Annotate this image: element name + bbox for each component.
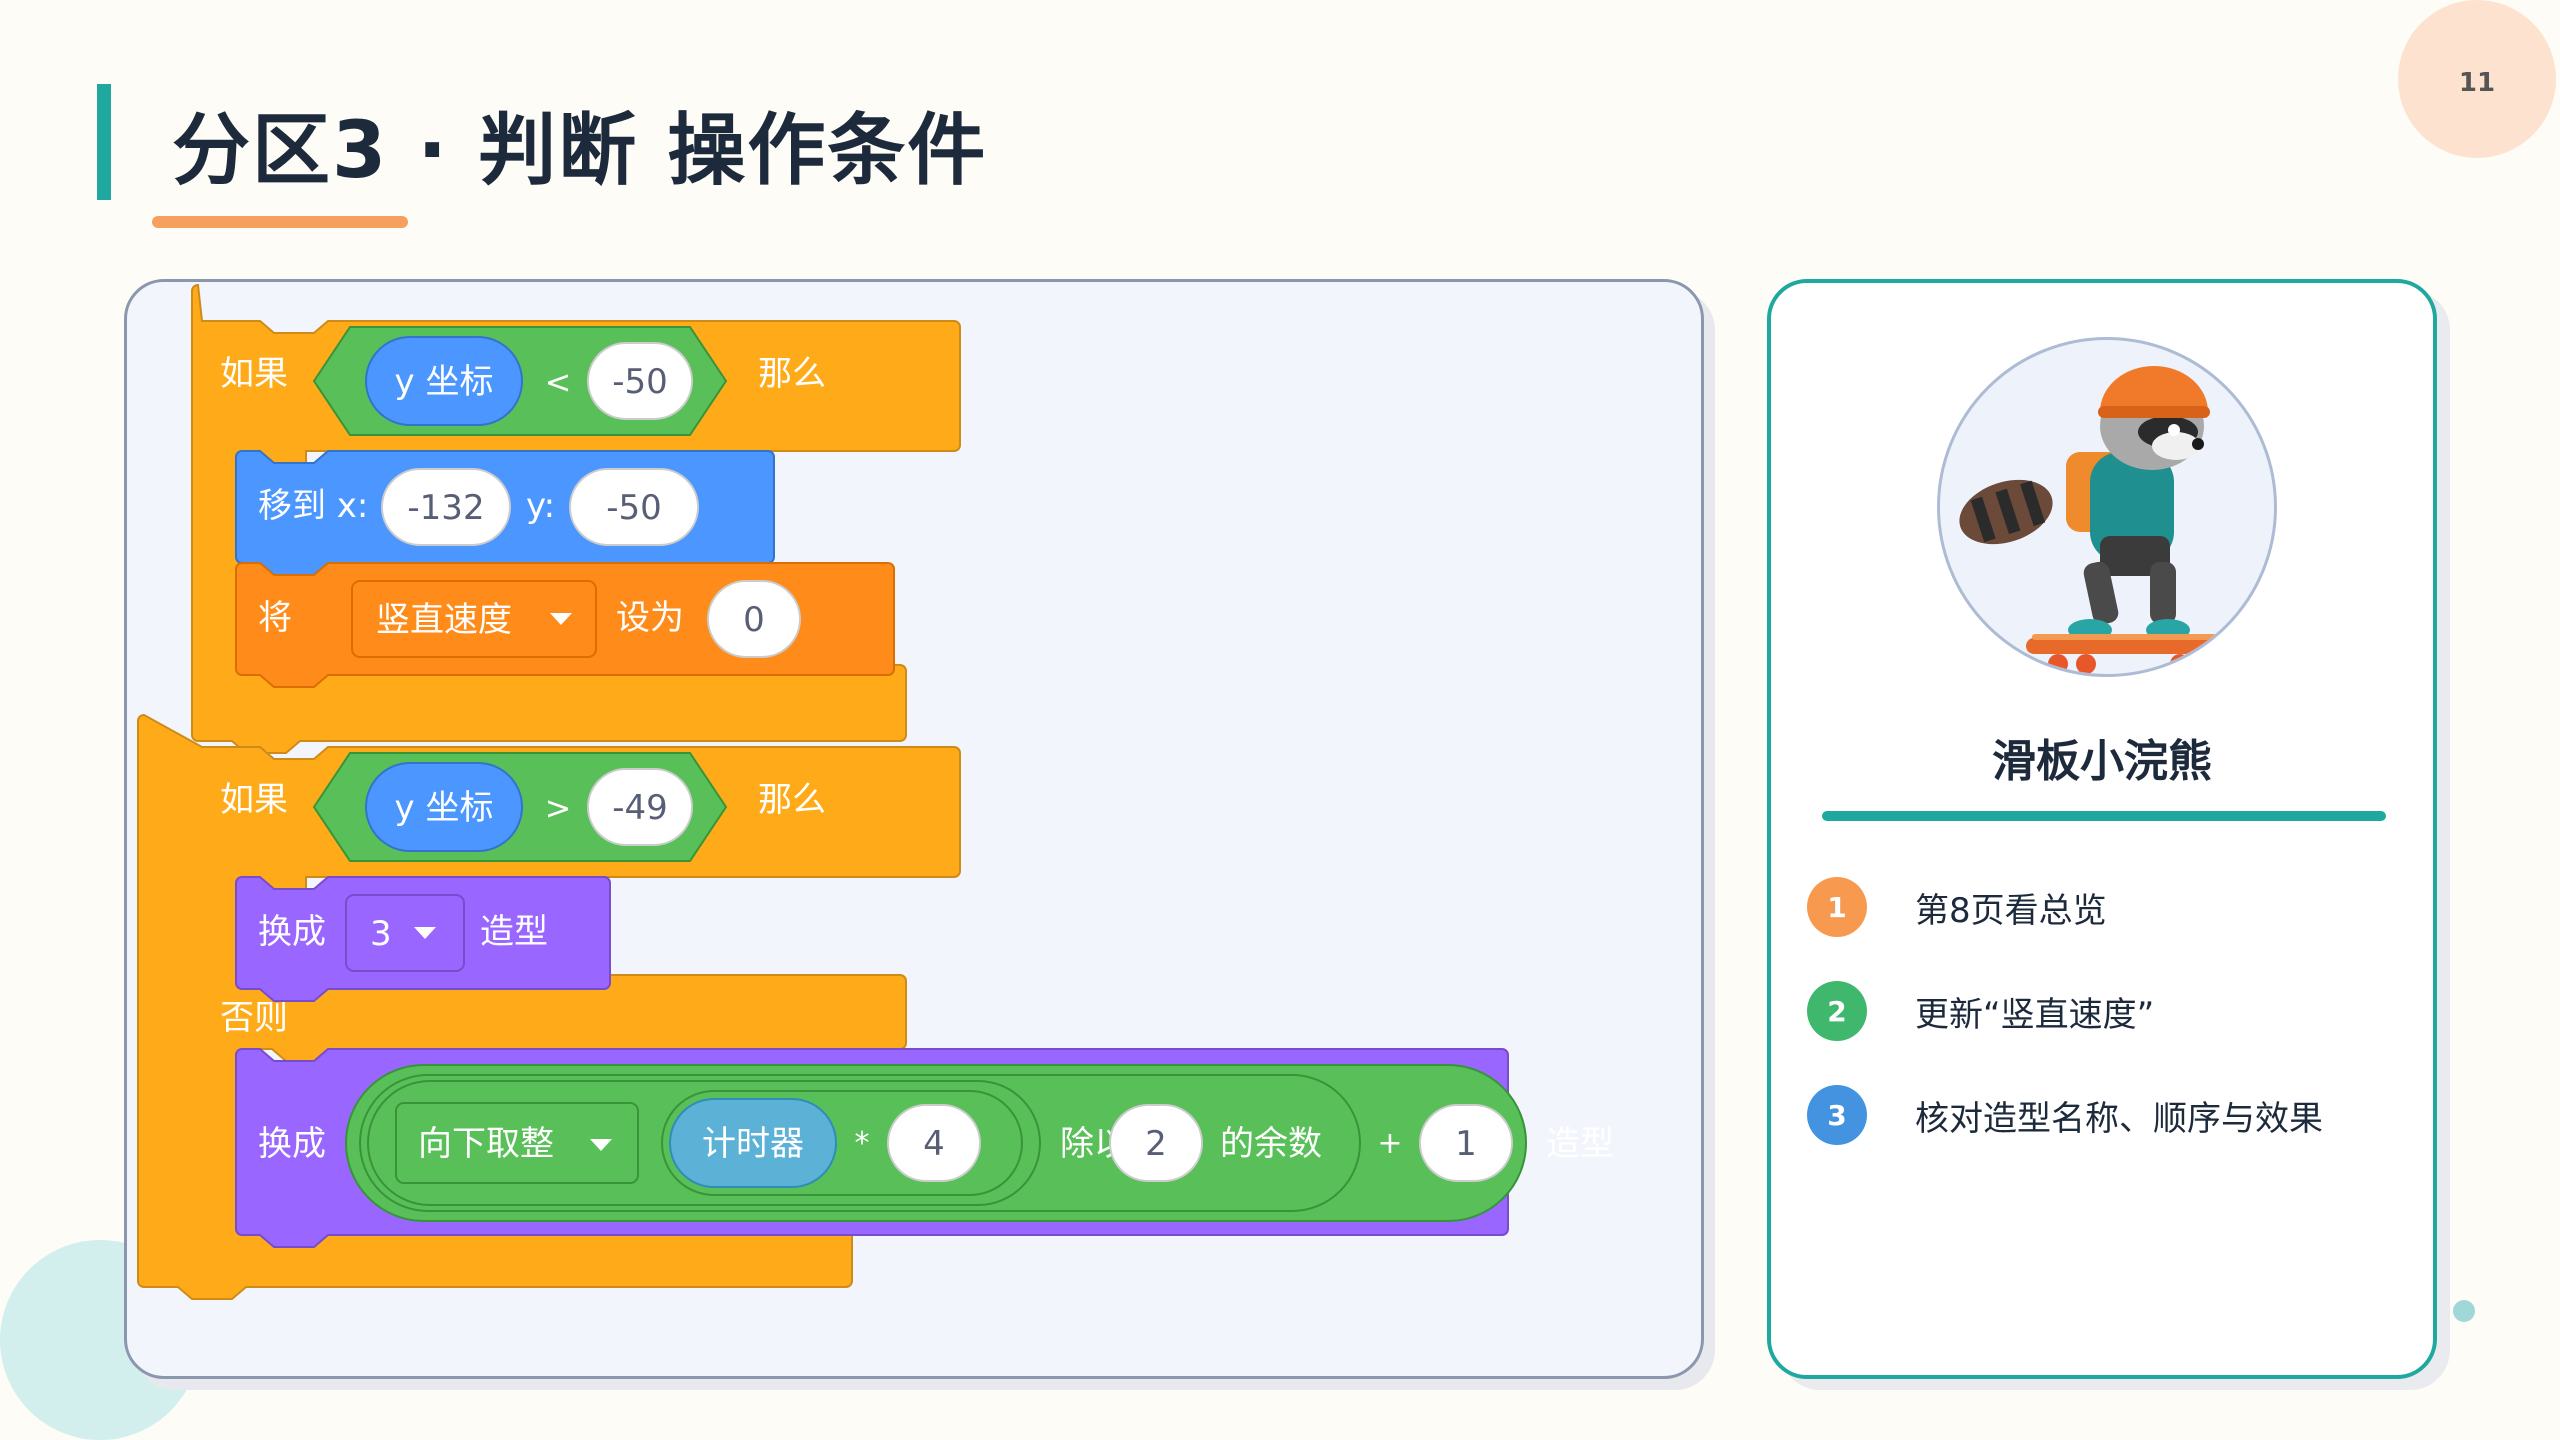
goto-block[interactable]: 移到 x: -132 y: -50: [235, 450, 775, 576]
goto-y: -50: [606, 488, 662, 528]
setvar-value-input[interactable]: [707, 580, 801, 658]
step-number-badge: 2: [1807, 981, 1867, 1041]
step-item-3: 3 核对造型名称、顺序与效果: [1807, 1083, 2323, 1147]
multiply-value-input[interactable]: [887, 1104, 981, 1182]
mod-value-input[interactable]: [1109, 1104, 1203, 1182]
if2-value-input[interactable]: [587, 768, 693, 846]
title-accent-bar: [97, 84, 111, 200]
step-number-badge: 1: [1807, 877, 1867, 937]
timer-reporter[interactable]: [669, 1098, 837, 1188]
goto-x-input[interactable]: [381, 468, 511, 546]
character-avatar: [1937, 337, 2277, 677]
switch-costume-block-2[interactable]: 换成 向下取整 计时器 * 4 除以 2 的余数: [235, 1048, 1614, 1248]
switch-costume-block-1[interactable]: 换成 3 造型: [235, 876, 611, 1002]
if1-reporter-text: y 坐标: [395, 362, 494, 402]
floor-func: 向下取整: [418, 1124, 554, 1164]
if-block-1[interactable]: 如果 y 坐标 < -50 那么: [191, 283, 961, 754]
if2-then: 那么: [758, 780, 826, 820]
timer-text: 计时器: [702, 1124, 804, 1164]
if1-y-reporter[interactable]: [365, 336, 523, 426]
page-number: 11: [2458, 68, 2496, 98]
if2-reporter-text: y 坐标: [395, 788, 494, 828]
title-underline: [152, 216, 408, 228]
goto-x: -132: [407, 488, 484, 528]
page-title: 分区3 · 判断 操作条件: [172, 106, 988, 196]
mod-value: 2: [1145, 1124, 1167, 1164]
costume-dropdown[interactable]: [345, 894, 465, 972]
if2-y-reporter[interactable]: [365, 762, 523, 852]
if1-then: 那么: [758, 354, 826, 394]
costume2-label: 换成: [258, 1124, 326, 1164]
step-item-1: 1 第8页看总览: [1807, 875, 2107, 939]
costume1-end: 造型: [480, 912, 548, 952]
variable-dropdown[interactable]: [351, 580, 597, 658]
goto-y-input[interactable]: [569, 468, 699, 546]
setvar-set-label: 设为: [616, 598, 684, 638]
costume2-end: 造型: [1546, 1124, 1614, 1164]
if2-op: >: [545, 789, 572, 827]
plus-value-input[interactable]: [1419, 1104, 1513, 1182]
card-divider: [1822, 811, 2386, 821]
character-card: 滑板小浣熊 1 第8页看总览 2 更新“竖直速度” 3 核对造型名称、顺序与效果: [1767, 279, 2437, 1379]
floor-dropdown[interactable]: [395, 1102, 639, 1184]
if1-value-input[interactable]: [587, 342, 693, 420]
goto-label: 移到 x:: [258, 486, 368, 526]
if1-op: <: [545, 363, 572, 401]
if2-label: 如果: [220, 780, 288, 820]
step-text: 第8页看总览: [1915, 890, 2107, 931]
code-panel: 如果 y 坐标 < -50 那么 移到 x: -132 y: -50: [124, 279, 1704, 1379]
scratch-script: 如果 y 坐标 < -50 那么 移到 x: -132 y: -50: [137, 283, 1614, 1300]
if-else-block[interactable]: 如果 y 坐标 > -49 那么 否则: [137, 713, 961, 1300]
dropdown-arrow-icon: [550, 613, 572, 625]
character-name: 滑板小浣熊: [1992, 736, 2212, 787]
plus-sign: +: [1377, 1126, 1402, 1161]
goto-y-label: y:: [526, 486, 555, 526]
costume1-value: 3: [370, 914, 392, 954]
plus-value: 1: [1455, 1124, 1477, 1164]
step-text: 核对造型名称、顺序与效果: [1915, 1098, 2323, 1139]
setvar-label: 将: [258, 598, 292, 638]
mod-end: 的余数: [1220, 1124, 1322, 1164]
multiply-value: 4: [923, 1124, 945, 1164]
multiply-sign: *: [855, 1126, 870, 1161]
dropdown-arrow-icon: [414, 927, 436, 939]
setvar-value: 0: [743, 600, 765, 640]
if1-value: -50: [612, 362, 668, 402]
if1-label: 如果: [220, 354, 288, 394]
else-label: 否则: [220, 998, 288, 1038]
costume1-label: 换成: [258, 912, 326, 952]
dropdown-arrow-icon: [590, 1139, 612, 1151]
step-text: 更新“竖直速度”: [1915, 994, 2155, 1035]
step-number-badge: 3: [1807, 1085, 1867, 1145]
if2-value: -49: [612, 788, 668, 828]
setvar-variable: 竖直速度: [376, 600, 512, 640]
set-variable-block[interactable]: 将 竖直速度 设为 0: [235, 562, 895, 688]
raccoon-skateboard-icon: [1959, 366, 2236, 674]
step-item-2: 2 更新“竖直速度”: [1807, 979, 2154, 1043]
decor-dot: [2453, 1300, 2475, 1322]
decor-circle-peach: [2398, 0, 2556, 158]
